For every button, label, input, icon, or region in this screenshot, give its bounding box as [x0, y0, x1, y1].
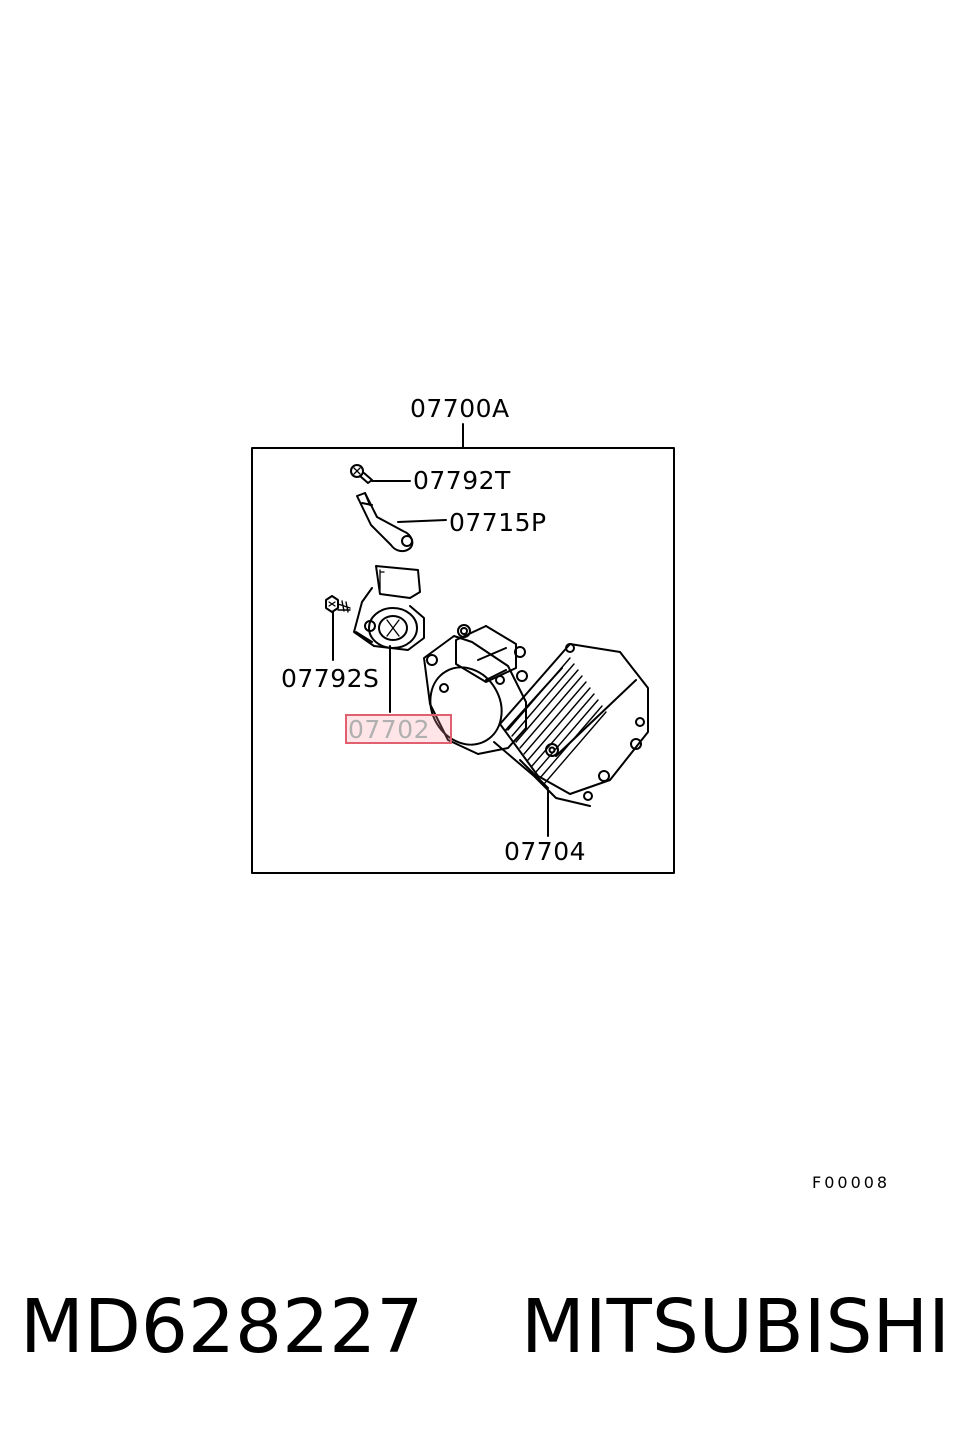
sensor-drawing [353, 565, 425, 651]
footer-caption: MD628227 MITSUBISHI [20, 1290, 950, 1364]
figure-code: F00008 [812, 1173, 891, 1192]
callout-sensor-highlighted[interactable]: 07702 [345, 714, 452, 744]
leader-lever [397, 519, 447, 523]
callout-screw-side[interactable]: 07792S [281, 664, 380, 693]
callout-assembly[interactable]: 07700A [410, 394, 510, 423]
brand-name: MITSUBISHI [520, 1284, 950, 1370]
throttle-body-drawing [423, 624, 649, 807]
callout-lever[interactable]: 07715P [449, 508, 547, 537]
lever-drawing [356, 492, 414, 553]
screw-top-drawing [350, 464, 373, 484]
callout-throttle-body[interactable]: 07704 [504, 837, 587, 866]
part-number: MD628227 [20, 1284, 424, 1370]
callout-screw-top[interactable]: 07792T [413, 466, 511, 495]
screw-side-drawing [325, 595, 351, 613]
